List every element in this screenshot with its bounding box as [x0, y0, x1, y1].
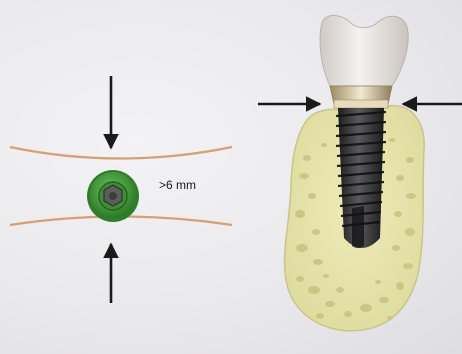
cross-section-view [258, 15, 462, 330]
occlusal-view [10, 76, 232, 303]
crown [320, 15, 408, 86]
healing-abutment [87, 170, 139, 222]
upper-ridge-line [10, 147, 232, 159]
dimension-label: >6 mm [159, 178, 196, 192]
implant-body [336, 108, 386, 248]
